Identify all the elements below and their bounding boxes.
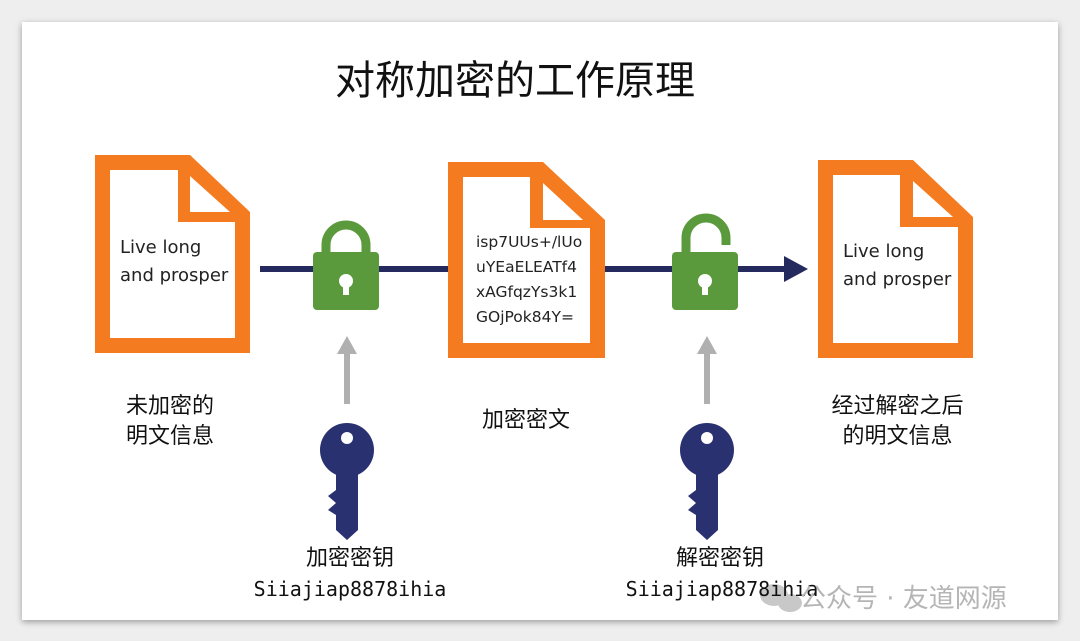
decrypted-content: Live long and prosper — [843, 238, 951, 294]
caption-line: 的明文信息 — [842, 424, 953, 449]
plaintext-caption: 未加密的 明文信息 — [100, 392, 240, 452]
decrypted-document-icon — [818, 160, 973, 358]
plaintext-content: Live long and prosper — [120, 234, 228, 290]
caption-line: 未加密的 — [125, 394, 214, 419]
ciphertext-line: uYEaELEATf4 — [476, 258, 577, 276]
open-lock-icon — [672, 213, 738, 310]
decrypted-caption: 经过解密之后 的明文信息 — [815, 392, 980, 452]
decrypt-key-label: 解密密钥 — [675, 546, 764, 571]
up-arrow-icon — [337, 336, 717, 404]
ciphertext-document-icon — [448, 162, 605, 358]
ciphertext-line: isp7UUs+/lUo — [476, 233, 583, 251]
wechat-icon — [760, 584, 802, 612]
caption-line: 经过解密之后 — [831, 394, 964, 419]
ciphertext-line: GOjPok84Y= — [476, 308, 574, 326]
decrypt-key-value: Siiajiap8878ihia — [625, 577, 819, 601]
watermark: 公众号 · 友道网源 — [800, 584, 1007, 614]
encrypt-key-value: Siiajiap8878ihia — [253, 577, 447, 601]
plaintext-line: Live long — [120, 237, 202, 258]
closed-lock-icon — [313, 220, 379, 310]
page-title: 对称加密的工作原理 — [335, 58, 695, 104]
decrypt-key-icon — [680, 423, 734, 540]
plaintext-document-icon — [95, 155, 250, 353]
decrypted-line: Live long — [843, 241, 925, 262]
decrypted-line: and prosper — [843, 269, 952, 290]
ciphertext-line: xAGfqzYs3k1 — [476, 283, 578, 301]
encrypt-key-label: 加密密钥 — [305, 546, 394, 571]
encrypt-key-icon — [320, 423, 374, 540]
caption-line: 明文信息 — [125, 424, 214, 449]
ciphertext-caption: 加密密文 — [481, 408, 570, 433]
ciphertext-content: isp7UUs+/lUo uYEaELEATf4 xAGfqzYs3k1 GOj… — [476, 230, 582, 330]
plaintext-line: and prosper — [120, 265, 229, 286]
